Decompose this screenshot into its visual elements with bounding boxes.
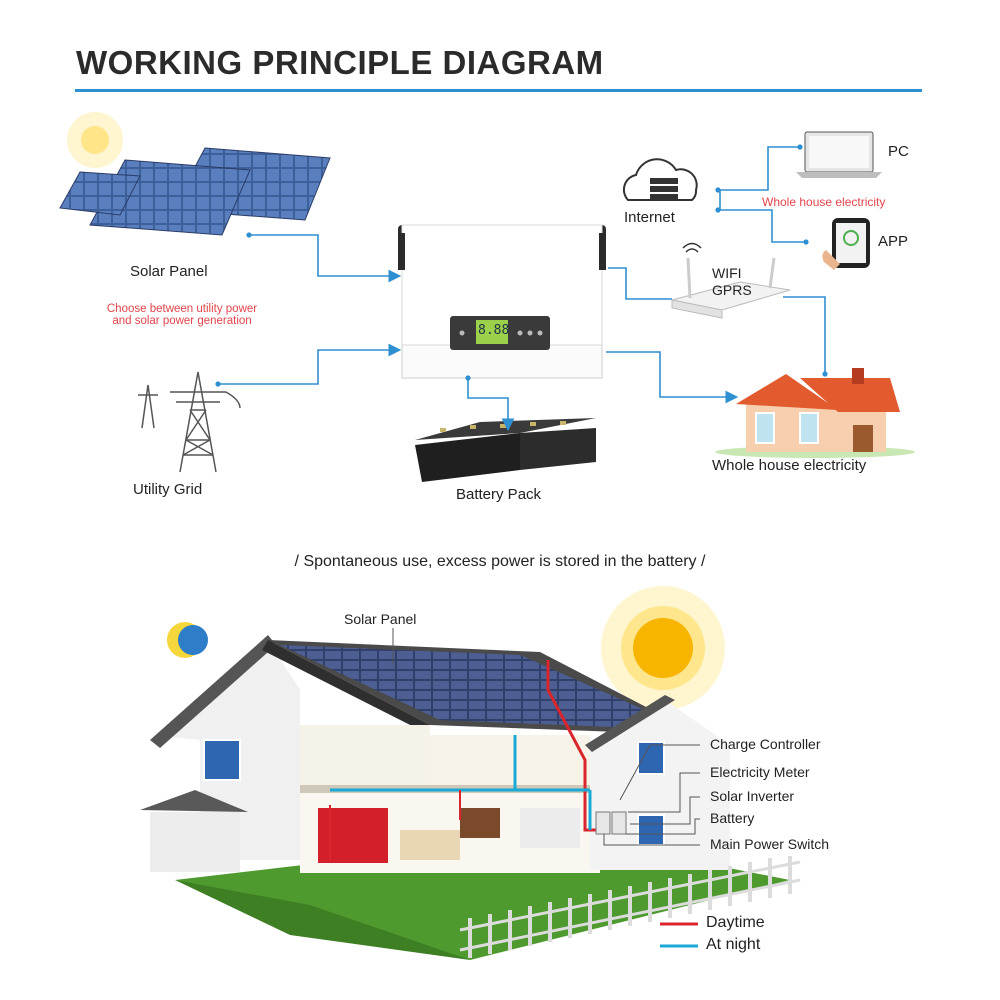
app-label: APP [878, 233, 909, 250]
legend-daytime-label: Daytime [706, 914, 765, 931]
callout-battery: Battery [710, 810, 755, 826]
callout-main-power-switch: Main Power Switch [710, 836, 830, 852]
title-underline [75, 89, 922, 92]
inverter-unit [398, 224, 606, 379]
wifi-router-icon [671, 242, 791, 319]
battery-pack-icon [415, 418, 596, 482]
flow-lines [218, 146, 826, 432]
flow-dots [215, 144, 828, 387]
laptop-icon [796, 131, 882, 178]
legend-night-label: At night [706, 936, 761, 953]
internet-cloud-icon [622, 158, 698, 201]
fence-illustration [459, 856, 801, 958]
utility-grid-label: Utility Grid [133, 481, 203, 498]
solar-panel-label: Solar Panel [130, 263, 208, 280]
gprs-label: GPRS [712, 282, 752, 298]
inverter-display-readout: 8.88 [478, 323, 510, 338]
moon-icon [167, 622, 208, 658]
whole-house-red-label: Whole house electricity [762, 195, 886, 209]
pc-label: PC [888, 143, 909, 160]
wifi-label: WIFI [712, 265, 742, 281]
whole-house-label: Whole house electricity [712, 457, 867, 474]
choose-note: Choose between utility power and solar p… [76, 303, 288, 327]
house-icon [715, 368, 915, 458]
internet-label: Internet [624, 209, 675, 226]
sun-glow-icon [67, 112, 123, 168]
choose-note-line2: and solar power generation [112, 315, 252, 327]
utility-tower-icon [138, 371, 241, 473]
callout-electricity-meter: Electricity Meter [710, 764, 810, 780]
solar-panel-array-icon [59, 147, 331, 236]
callout-charge-controller: Charge Controller [710, 736, 821, 752]
callout-solar-inverter: Solar Inverter [710, 788, 795, 804]
page-title: WORKING PRINCIPLE DIAGRAM [76, 44, 604, 81]
subtitle: / Spontaneous use, excess power is store… [294, 553, 706, 570]
callout-leaders [392, 628, 700, 846]
battery-pack-label: Battery Pack [456, 486, 542, 503]
phone-app-icon [822, 218, 870, 270]
sun-icon [601, 586, 725, 710]
choose-note-line1: Choose between utility power [106, 303, 258, 315]
bottom-solar-panel-label: Solar Panel [344, 611, 417, 627]
